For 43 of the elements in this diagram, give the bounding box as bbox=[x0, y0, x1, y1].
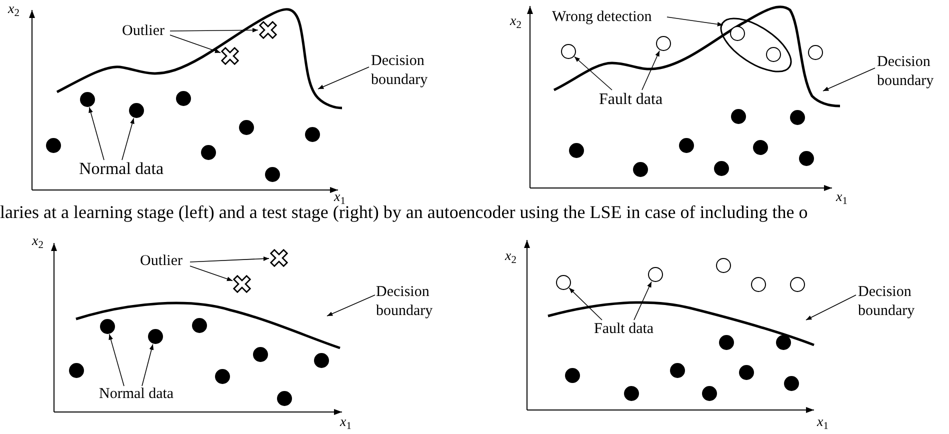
leader-arrow bbox=[806, 294, 856, 320]
leader-arrow bbox=[574, 56, 612, 90]
leader-arrow bbox=[88, 106, 104, 160]
axis-label: x$_{1}$ bbox=[836, 190, 848, 206]
axis-label: x$_{2}$ bbox=[510, 14, 522, 30]
axis-label: x$_{2}$ bbox=[32, 234, 44, 250]
leader-arrow bbox=[318, 66, 370, 90]
axis-label: x$_{2}$ bbox=[505, 249, 516, 265]
annotation-text: Outlier bbox=[122, 22, 164, 41]
leader-arrow bbox=[634, 281, 652, 320]
leader-arrow bbox=[170, 34, 221, 54]
leader-arrow bbox=[122, 118, 134, 160]
leader-arrow bbox=[190, 256, 270, 262]
decision-boundary-curve bbox=[56, 8, 342, 110]
leader-arrow bbox=[568, 288, 602, 320]
axis-label: x$_{2}$ bbox=[8, 2, 20, 18]
axis-label: x$_{1}$ bbox=[340, 415, 352, 431]
decision-boundary-curve bbox=[76, 302, 340, 350]
leader-arrow bbox=[190, 266, 233, 282]
annotation-text: Normal data bbox=[99, 385, 174, 404]
leader-arrow bbox=[170, 28, 258, 32]
axis-label: x$_{1}$ bbox=[817, 415, 828, 431]
annotation-text: Wrong detection bbox=[552, 8, 652, 27]
leader-arrow bbox=[822, 68, 876, 92]
annotation-text: Decision boundary bbox=[371, 52, 443, 90]
leader-arrow bbox=[326, 294, 376, 316]
annotation-text: Outlier bbox=[140, 252, 182, 271]
annotation-text: Decision boundary bbox=[877, 53, 947, 91]
cross-marker bbox=[270, 249, 288, 267]
leader-arrow bbox=[642, 50, 660, 90]
decision-boundary-curve bbox=[548, 301, 814, 346]
annotation-text: Normal data bbox=[79, 159, 164, 178]
annotation-text: Fault data bbox=[594, 320, 654, 339]
axis-label: x$_{1}$ bbox=[334, 190, 346, 206]
leader-arrow bbox=[666, 16, 724, 26]
decision-boundary-curve bbox=[553, 6, 840, 108]
annotation-text: Decision boundary bbox=[376, 283, 448, 321]
ellipse-outline bbox=[720, 17, 792, 73]
leader-arrow bbox=[142, 344, 154, 386]
leader-arrow bbox=[108, 334, 124, 386]
cross-marker bbox=[233, 275, 251, 293]
annotation-text: Decision boundary bbox=[858, 283, 930, 321]
annotation-text: Fault data bbox=[599, 90, 663, 109]
